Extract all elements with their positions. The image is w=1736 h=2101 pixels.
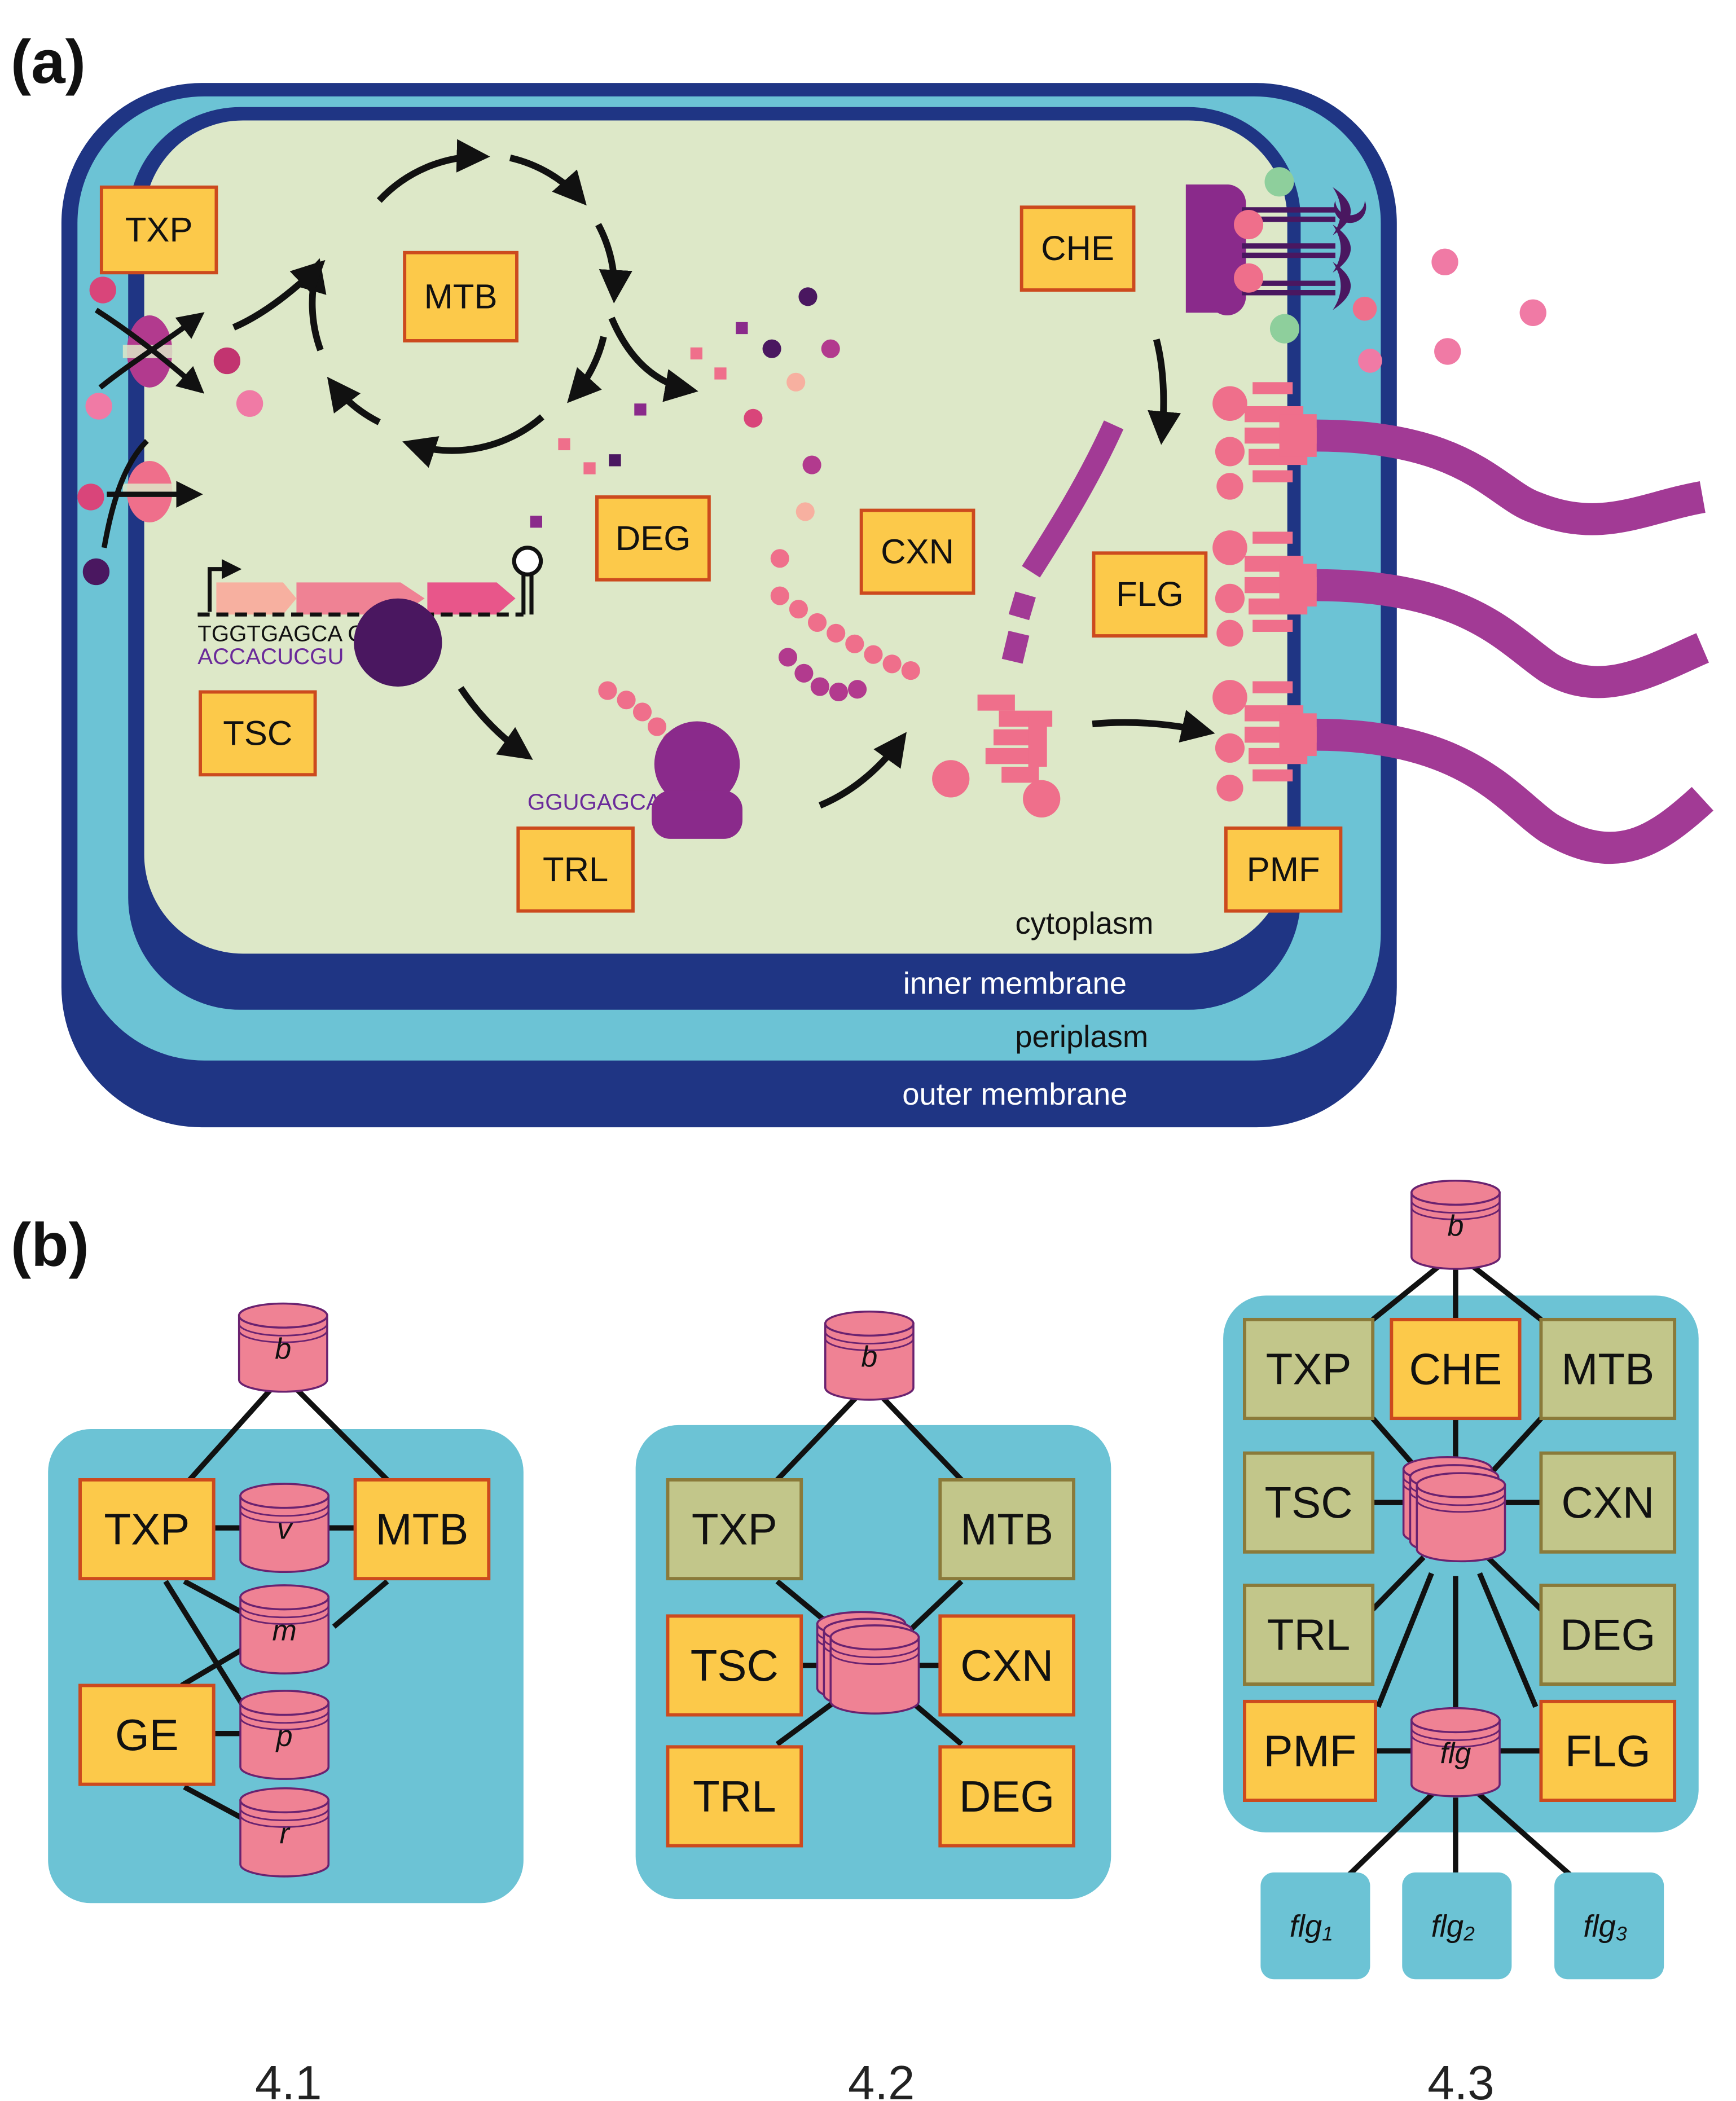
m41-store-m: m xyxy=(272,1614,296,1647)
assembled-motor xyxy=(932,695,1215,817)
m43-sub-flg2: flg2 xyxy=(1431,1909,1475,1945)
cell-module-tsc: TSC xyxy=(199,690,317,777)
cell-module-cxn: CXN xyxy=(859,508,975,595)
cell-module-label-txp: TXP xyxy=(125,210,193,249)
m42-module-cxn: CXN xyxy=(960,1641,1053,1690)
attractant-molecules xyxy=(1358,248,1546,373)
ribosome: GGUGAGCA GCGA xyxy=(528,721,907,839)
cell-module-label-deg: DEG xyxy=(616,519,691,558)
model-4-1: b v m p r TXP MTB GE 4.1 xyxy=(48,1302,524,2101)
cell-module-deg: DEG xyxy=(595,495,711,582)
model-4-2-label: 4.2 xyxy=(848,2056,915,2101)
m43-module-cxn: CXN xyxy=(1561,1478,1654,1527)
inner-membrane-label: inner membrane xyxy=(903,966,1127,1000)
m43-module-che: CHE xyxy=(1409,1344,1502,1394)
cell-modules: TXP MTB CHE DEG CXN FLG TSC TRL PMF xyxy=(99,185,1343,913)
transporter-top xyxy=(85,276,263,420)
model-4-3: b flg TXP CHE MTB TSC CXN TRL DEG PMF FL… xyxy=(1223,1179,1699,2101)
m41-store-p: p xyxy=(275,1720,293,1752)
cell-module-label-cxn: CXN xyxy=(881,532,954,571)
m41-store-r: r xyxy=(279,1817,291,1850)
model-4-1-label: 4.1 xyxy=(255,2056,322,2101)
m41-module-txp: TXP xyxy=(104,1505,190,1554)
m41-store-v: v xyxy=(277,1513,293,1546)
cell-module-label-pmf: PMF xyxy=(1247,850,1320,889)
cell-module-label-che: CHE xyxy=(1041,229,1114,268)
cell-module-label-trl: TRL xyxy=(543,850,608,889)
cell-module-label-flg: FLG xyxy=(1116,575,1184,614)
panel-a-label: (a) xyxy=(11,28,86,96)
cell-module-pmf: PMF xyxy=(1224,826,1343,913)
flagellin-fragments xyxy=(1001,420,1124,664)
outer-membrane-label: outer membrane xyxy=(902,1077,1127,1111)
model-4-2: b TXP MTB TSC CXN TRL DEG 4.2 xyxy=(635,1310,1111,2101)
m43-module-mtb: MTB xyxy=(1561,1344,1654,1394)
m43-sub-flg1: flg1 xyxy=(1290,1909,1333,1945)
gene-construct: TGGTGAGCA CGAG ACCACUCGU xyxy=(197,546,543,760)
m41-module-mtb: MTB xyxy=(376,1505,469,1554)
m43-module-tsc: TSC xyxy=(1264,1478,1352,1527)
cell-module-flg: FLG xyxy=(1092,551,1208,638)
m43-module-pmf: PMF xyxy=(1264,1726,1357,1775)
cell-module-trl: TRL xyxy=(516,826,635,913)
m42-module-mtb: MTB xyxy=(960,1505,1053,1554)
m43-module-flg: FLG xyxy=(1565,1726,1651,1775)
transporter-bottom xyxy=(77,439,203,586)
m43-module-txp: TXP xyxy=(1266,1344,1352,1394)
periplasm-label: periplasm xyxy=(1015,1019,1148,1054)
m43-module-trl: TRL xyxy=(1267,1610,1351,1660)
dna-bottom-strand: ACCACUCGU xyxy=(197,644,344,669)
m43-store-flg: flg xyxy=(1440,1737,1471,1770)
flagella xyxy=(1315,419,1713,864)
m43-hub-label: b xyxy=(1447,1210,1463,1242)
model-4-3-container xyxy=(1223,1295,1699,1832)
m42-module-tsc: TSC xyxy=(691,1641,779,1690)
model-4-3-label: 4.3 xyxy=(1427,2056,1494,2101)
m42-module-deg: DEG xyxy=(959,1772,1054,1821)
m43-sub-flg3: flg3 xyxy=(1583,1909,1627,1945)
cell-module-che: CHE xyxy=(1019,205,1136,292)
m42-module-trl: TRL xyxy=(693,1772,776,1821)
cell-module-mtb: MTB xyxy=(403,250,518,342)
m42-module-txp: TXP xyxy=(692,1505,777,1554)
cell-module-label-tsc: TSC xyxy=(223,714,292,753)
m43-module-deg: DEG xyxy=(1560,1610,1655,1660)
m41-hub-label: b xyxy=(275,1333,291,1365)
cell-module-txp: TXP xyxy=(99,185,218,275)
cell-module-label-mtb: MTB xyxy=(424,277,498,316)
degradation-particles xyxy=(530,287,840,568)
cytoplasm-label: cytoplasm xyxy=(1015,906,1153,940)
chemoreceptor-array xyxy=(1148,167,1377,445)
panel-b-label: (b) xyxy=(11,1211,89,1280)
flagellar-motors xyxy=(1212,382,1317,802)
m42-hub-label: b xyxy=(861,1340,877,1373)
m41-module-ge: GE xyxy=(115,1710,179,1760)
metabolism-cycle xyxy=(232,139,698,468)
